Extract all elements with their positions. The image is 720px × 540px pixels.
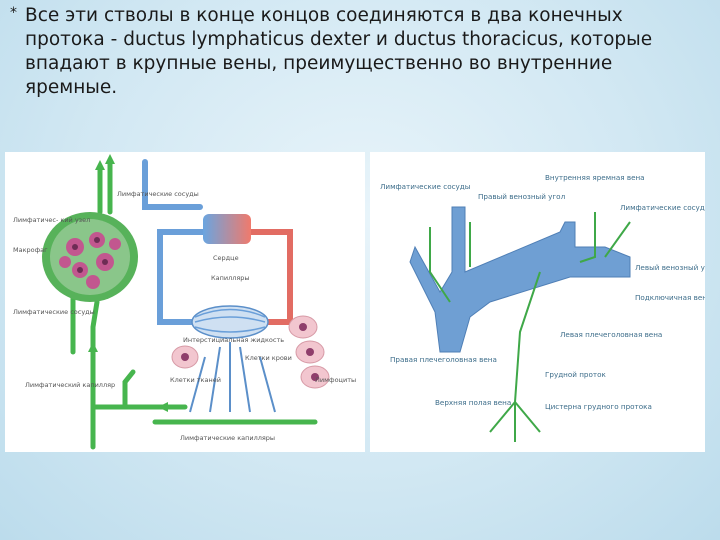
label-lymphocytes: Лимфоциты bbox=[315, 376, 356, 384]
venous-angles-svg: Лимфатические сосуды Правый венозный уго… bbox=[380, 173, 705, 442]
bullet-marker: * bbox=[10, 5, 17, 21]
slide-text: * Все эти стволы в конце концов соединяю… bbox=[10, 4, 700, 100]
label-right-brachiocephalic: Правая плечеголовная вена bbox=[390, 355, 497, 364]
label-capillaries: Капилляры bbox=[211, 274, 250, 282]
label-lymph-capillary-left: Лимфатический капилляр bbox=[25, 381, 115, 389]
lymph-ducts bbox=[429, 212, 631, 442]
label-lymph-capillaries-bottom: Лимфатические капилляры bbox=[180, 434, 275, 442]
lymph-circulation-diagram: Лимфатические сосуды Лимфатичес- кий узе… bbox=[5, 152, 365, 452]
venous-angles-diagram: Лимфатические сосуды Правый венозный уго… bbox=[370, 152, 705, 452]
label-right-venous-angle: Правый венозный угол bbox=[478, 192, 565, 201]
label-left-venous-angle: Левый венозный угол bbox=[635, 263, 705, 272]
capillary-bed bbox=[191, 305, 269, 339]
lymph-vessel-arrows bbox=[88, 154, 168, 412]
veins bbox=[409, 206, 631, 353]
label-lymph-node: Лимфатичес- кий узел bbox=[13, 216, 90, 224]
slide-paragraph: Все эти стволы в конце концов соединяютс… bbox=[25, 5, 653, 98]
label-thoracic-duct: Грудной проток bbox=[545, 370, 606, 379]
label-macrophage: Макрофаг bbox=[13, 246, 48, 254]
label-subclavian: Подключичная вена bbox=[635, 293, 705, 302]
lymph-node bbox=[42, 212, 138, 302]
label-interstitial-fluid: Интерстициальная жидкость bbox=[183, 336, 284, 344]
label-blood-cells: Клетки крови bbox=[245, 354, 292, 362]
label-tissue-cells: Клетки тканей bbox=[170, 376, 221, 384]
label-lymph-vessels-right: Лимфатические сосуды bbox=[620, 203, 705, 212]
label-cisterna: Цистерна грудного протока bbox=[545, 402, 652, 411]
label-lymph-vessel-left: Лимфатические сосуды bbox=[13, 308, 95, 316]
label-left-brachiocephalic: Левая плечеголовная вена bbox=[560, 330, 662, 339]
label-internal-jugular: Внутренняя яремная вена bbox=[545, 173, 645, 182]
lymph-vessels bbox=[70, 157, 318, 450]
label-superior-vena-cava: Верхняя полая вена bbox=[435, 398, 511, 407]
heart bbox=[203, 214, 251, 244]
lymph-circulation-svg: Лимфатические сосуды Лимфатичес- кий узе… bbox=[13, 154, 356, 450]
interstitial-flow bbox=[189, 342, 276, 413]
tissue-cells bbox=[171, 315, 330, 389]
label-lymph-vessels-left: Лимфатические сосуды bbox=[380, 182, 471, 191]
label-lymph-vessel-top: Лимфатические сосуды bbox=[117, 190, 199, 198]
label-heart: Сердце bbox=[213, 254, 239, 262]
